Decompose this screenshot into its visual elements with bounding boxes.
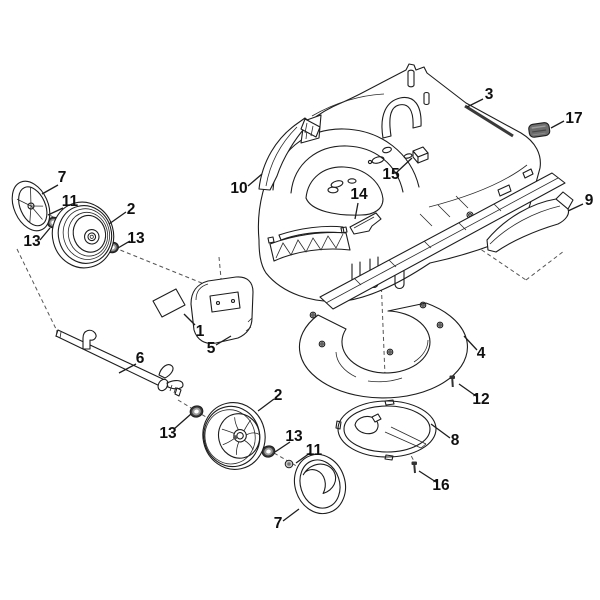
callout-9: 9 (585, 192, 594, 209)
callout-2-upper: 2 (127, 201, 136, 218)
part-wheel-lower (202, 402, 266, 470)
front-vent-grid (267, 225, 351, 262)
part-switch-box (412, 146, 429, 164)
part-deflector-right (486, 191, 574, 253)
part-cap-upper (11, 180, 51, 232)
callout-8: 8 (451, 432, 460, 449)
part-housing (257, 63, 566, 310)
callout-13-upper-right: 13 (127, 230, 145, 247)
callout-14: 14 (350, 186, 368, 203)
part-deflector-left (258, 117, 321, 191)
part-disc (335, 399, 437, 461)
callout-13-lower: 13 (285, 428, 303, 445)
callout-12: 12 (472, 391, 489, 408)
callout-16: 16 (432, 477, 450, 494)
callout-15: 15 (382, 166, 400, 183)
callout-7-upper: 7 (58, 169, 67, 186)
part-plug (528, 122, 551, 138)
wheel-spokes (221, 417, 260, 455)
ring-screw-holes (309, 301, 444, 356)
callout-6: 6 (136, 350, 145, 367)
part-cover (190, 276, 254, 344)
callout-7-lower: 7 (274, 515, 283, 532)
part-baffle (349, 212, 382, 235)
callout-2-lower: 2 (274, 387, 283, 404)
housing-posts (407, 69, 430, 106)
rim-shadow-streak (464, 104, 514, 138)
part-plate (152, 288, 186, 318)
part-wheel-upper (51, 201, 115, 269)
part-screw-disc (411, 461, 417, 474)
housing-handle-bracket (381, 96, 422, 139)
part-cap-lower (293, 453, 347, 515)
callout-1: 1 (196, 323, 205, 340)
callout-pointers (39, 98, 584, 522)
callout-17: 17 (565, 110, 582, 127)
callout-11-upper: 11 (62, 193, 79, 210)
deck-detail-ovals (330, 146, 413, 188)
callout-3: 3 (485, 86, 494, 103)
part-ring (298, 301, 468, 399)
part-screw-ring (449, 375, 455, 388)
disc-notches (335, 399, 395, 461)
callout-13-upper-left: 13 (23, 233, 41, 250)
callout-10: 10 (230, 180, 247, 197)
ring-slots (335, 339, 429, 383)
callout-11-lower: 11 (306, 442, 323, 459)
callout-13-axle: 13 (159, 425, 177, 442)
callout-labels: 7 11 13 2 13 10 3 17 15 14 9 1 5 6 13 2 … (23, 86, 593, 532)
callout-4: 4 (477, 345, 486, 362)
callout-5: 5 (207, 340, 216, 357)
part-axle (55, 329, 184, 397)
discharge-rail (319, 172, 566, 310)
